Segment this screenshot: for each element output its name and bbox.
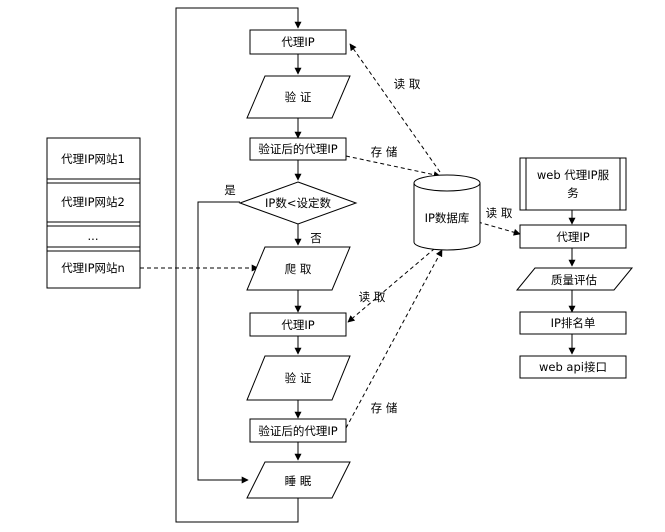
proxy-ip-mid-label: 代理IP: [281, 318, 314, 332]
verified-ip-node-top: [249, 137, 347, 161]
sleep-node: [246, 461, 351, 499]
edge-store-top: [345, 155, 441, 179]
site-dots-label: ...: [88, 229, 99, 243]
read-mid-label: 读 取: [359, 290, 386, 304]
edge-decision-yes-to-sleep: [197, 201, 249, 484]
service-title-line1: web 代理IP服: [537, 168, 610, 182]
ranking-label: IP排名单: [551, 316, 596, 330]
verified-ip-node-mid: [249, 418, 347, 443]
service-title-line2: 务: [567, 186, 579, 200]
store-top-label: 存 储: [371, 145, 398, 159]
edge-db-read-top: [349, 43, 441, 173]
edge-store-bottom: [345, 249, 443, 429]
quality-node: [515, 267, 634, 291]
verify-node-mid: [246, 355, 351, 401]
sleep-label: 睡 眠: [285, 474, 312, 488]
site-2-label: 代理IP网站2: [61, 195, 125, 209]
api-node: [519, 355, 627, 379]
verified-mid-label: 验证后的代理IP: [258, 424, 337, 438]
ranking-node: [519, 311, 627, 335]
quality-label: 质量评估: [551, 273, 597, 287]
crawl-node: [246, 246, 351, 291]
service-proxy-ip-node: [519, 224, 627, 249]
no-label: 否: [310, 231, 322, 245]
verified-top-label: 验证后的代理IP: [258, 142, 337, 156]
decision-label: IP数<设定数: [265, 196, 331, 210]
verify-top-label: 验 证: [285, 90, 312, 104]
verify-mid-label: 验 证: [285, 371, 312, 385]
service-node: web 代理IP服 务: [519, 157, 627, 211]
verify-node-top: [246, 75, 351, 119]
decision-node: [238, 181, 358, 225]
ip-database-node: IP数据库: [413, 174, 481, 251]
loop-back-edge: [175, 7, 302, 523]
site-n-label: 代理IP网站n: [61, 261, 125, 275]
read-top-label: 读 取: [394, 77, 421, 91]
website-list: 代理IP网站1 代理IP网站2 ... 代理IP网站n: [46, 137, 141, 289]
edge-db-read-mid: [347, 243, 441, 323]
edge-db-read-right: [477, 221, 521, 236]
proxy-ip-top-label: 代理IP: [281, 35, 314, 49]
site-1-label: 代理IP网站1: [61, 152, 125, 166]
read-right-label: 读 取: [486, 206, 513, 220]
yes-label: 是: [224, 183, 236, 197]
proxy-ip-node-top: [249, 29, 347, 55]
crawl-label: 爬 取: [285, 262, 312, 276]
proxy-ip-node-mid: [249, 312, 347, 337]
store-bottom-label: 存 储: [371, 401, 398, 415]
api-label: web api接口: [539, 360, 607, 374]
service-proxy-ip-label: 代理IP: [556, 230, 589, 244]
database-label: IP数据库: [425, 211, 470, 225]
